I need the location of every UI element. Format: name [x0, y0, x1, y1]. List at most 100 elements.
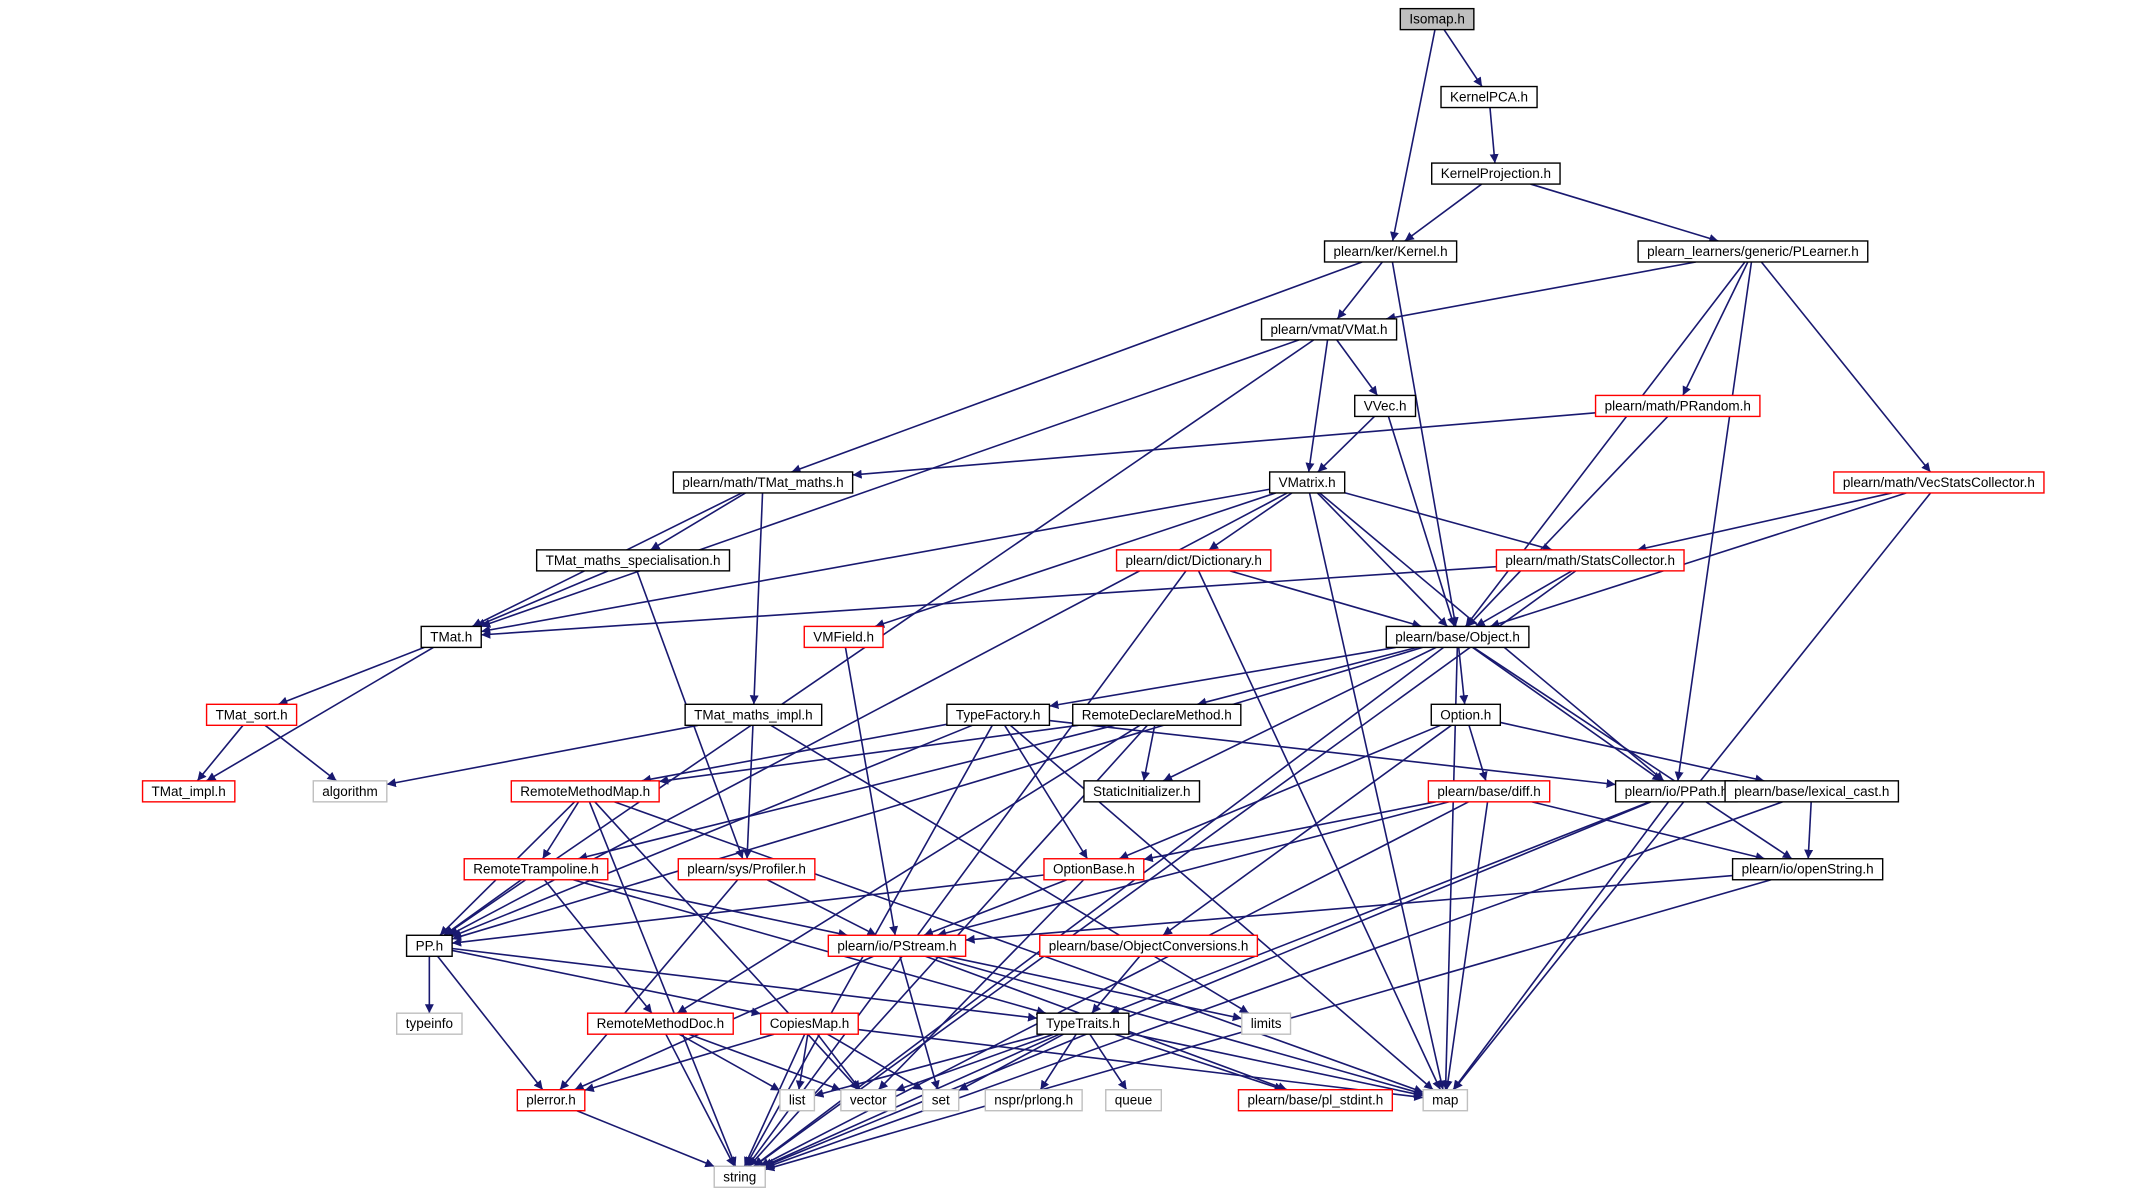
node-kernel[interactable]: plearn/ker/Kernel.h: [1323, 240, 1458, 263]
node-label: RemoteMethodMap.h: [520, 784, 650, 799]
node-remotetrampoline[interactable]: RemoteTrampoline.h: [463, 858, 609, 881]
node-typeinfo[interactable]: typeinfo: [395, 1012, 463, 1035]
node-box: [827, 934, 967, 957]
edge-statscollector-to-tmat: [481, 565, 1497, 639]
node-remotemethodmap[interactable]: RemoteMethodMap.h: [510, 780, 660, 803]
node-objconv[interactable]: plearn/base/ObjectConversions.h: [1039, 934, 1259, 957]
edge-vecstats-to-statscollector: [1637, 492, 1893, 553]
edge-vmatrix-to-object: [1316, 492, 1448, 627]
edge-typetraits-to-plstdint: [1114, 1033, 1284, 1092]
node-nsprlong[interactable]: nspr/prlong.h: [984, 1089, 1083, 1112]
node-statscollector[interactable]: plearn/math/StatsCollector.h: [1495, 549, 1685, 572]
node-profiler[interactable]: plearn/sys/Profiler.h: [677, 858, 816, 881]
node-isomap[interactable]: Isomap.h: [1399, 7, 1475, 31]
node-box: [1399, 7, 1475, 31]
edge-typetraits-to-string: [762, 1033, 1060, 1167]
node-label: VVec.h: [1364, 398, 1407, 413]
edge-object-to-pp: [451, 646, 1423, 941]
node-set[interactable]: set: [922, 1089, 960, 1112]
edge-remotemethoddoc-to-string: [665, 1033, 736, 1167]
node-object[interactable]: plearn/base/Object.h: [1385, 625, 1530, 649]
node-vvec[interactable]: VVec.h: [1354, 394, 1417, 418]
edge-objconv-to-typetraits: [1091, 955, 1141, 1014]
node-typefactory[interactable]: TypeFactory.h: [946, 703, 1051, 727]
node-algorithm[interactable]: algorithm: [312, 780, 388, 803]
node-option[interactable]: Option.h: [1430, 703, 1502, 727]
node-label: OptionBase.h: [1053, 862, 1135, 877]
edge-remotetrampoline-to-typetraits: [572, 878, 1046, 1016]
node-tmatsort[interactable]: TMat_sort.h: [205, 703, 298, 727]
node-kernelpca[interactable]: KernelPCA.h: [1440, 85, 1538, 109]
node-remotemethoddoc[interactable]: RemoteMethodDoc.h: [586, 1012, 734, 1035]
node-pp[interactable]: PP.h: [405, 934, 453, 957]
node-list[interactable]: list: [779, 1089, 816, 1112]
node-tmatimpl[interactable]: TMat_impl.h: [141, 780, 236, 803]
edge-plearner-to-vecstats: [1760, 261, 1932, 473]
edge-typetraits-to-set: [958, 1033, 1064, 1092]
node-box: [1495, 549, 1685, 572]
node-label: plerror.h: [526, 1093, 576, 1108]
node-label: RemoteTrampoline.h: [473, 862, 599, 877]
node-tmat[interactable]: TMat.h: [420, 625, 482, 649]
edge-dictionary-to-map: [1197, 570, 1442, 1091]
node-vmat[interactable]: plearn/vmat/VMat.h: [1260, 318, 1398, 341]
edge-diff-to-map: [1443, 801, 1489, 1090]
node-dictionary[interactable]: plearn/dict/Dictionary.h: [1115, 549, 1272, 572]
edge-pstream-to-set: [899, 956, 940, 1090]
node-diff[interactable]: plearn/base/diff.h: [1427, 780, 1551, 803]
edge-tmatmathsimpl-to-profiler: [742, 725, 754, 859]
edge-typetraits-to-vector: [895, 1033, 1054, 1092]
node-box: [1427, 780, 1551, 803]
edge-plearner-to-vmat: [1386, 261, 1696, 322]
node-vmatrix[interactable]: VMatrix.h: [1268, 471, 1346, 494]
edge-remotedeclare-to-staticinit: [1141, 725, 1156, 781]
node-plearner[interactable]: plearn_learners/generic/PLearner.h: [1637, 240, 1869, 263]
node-label: set: [932, 1093, 950, 1108]
edge-diff-to-string: [759, 801, 1469, 1167]
node-label: plearn/dict/Dictionary.h: [1126, 553, 1262, 568]
edge-remotemethodmap-to-string: [588, 801, 737, 1167]
edge-optionbase-to-vector: [877, 879, 1085, 1091]
edge-isomap-to-kernel: [1390, 29, 1436, 242]
node-box: [405, 934, 453, 957]
edge-tmatsort-to-tmatimpl: [196, 724, 244, 782]
node-tmatspec[interactable]: TMat_maths_specialisation.h: [535, 549, 731, 572]
node-openstring[interactable]: plearn/io/openString.h: [1731, 858, 1884, 881]
edge-tmatsort-to-algorithm: [264, 724, 338, 782]
node-box: [1043, 858, 1145, 881]
node-limits[interactable]: limits: [1241, 1012, 1292, 1035]
node-tmatmaths[interactable]: plearn/math/TMat_maths.h: [672, 471, 854, 494]
node-box: [922, 1089, 960, 1112]
node-typetraits[interactable]: TypeTraits.h: [1036, 1012, 1130, 1035]
node-remotedeclare[interactable]: RemoteDeclareMethod.h: [1072, 703, 1242, 727]
edge-kernelpca-to-kernelprojection: [1489, 107, 1499, 164]
edge-object-to-ppath: [1472, 646, 1662, 782]
edge-prandom-to-tmatmaths: [852, 412, 1596, 479]
edge-perror-to-string: [576, 1109, 715, 1168]
node-tmatmathsimpl[interactable]: TMat_maths_impl.h: [684, 703, 823, 727]
node-queue[interactable]: queue: [1105, 1089, 1163, 1112]
node-staticinit[interactable]: StaticInitializer.h: [1083, 780, 1201, 803]
edge-object-to-typefactory: [1049, 646, 1396, 710]
node-ppath[interactable]: plearn/io/PPath.h: [1614, 780, 1738, 803]
node-kernelprojection[interactable]: KernelProjection.h: [1431, 162, 1561, 185]
edge-typetraits-to-nsprlong: [1039, 1033, 1077, 1091]
node-label: vector: [850, 1093, 887, 1108]
edge-profiler-to-perror: [559, 879, 739, 1091]
edge-tmatmathsimpl-to-algorithm: [386, 724, 699, 788]
node-lexicalcast[interactable]: plearn/base/lexical_cast.h: [1724, 780, 1900, 803]
node-copiesmap[interactable]: CopiesMap.h: [759, 1012, 859, 1035]
node-vecstats[interactable]: plearn/math/VecStatsCollector.h: [1833, 471, 2045, 494]
node-vmfield[interactable]: VMField.h: [803, 625, 884, 649]
node-prandom[interactable]: plearn/math/PRandom.h: [1594, 394, 1761, 418]
node-box: [672, 471, 854, 494]
node-plstdint[interactable]: plearn/base/pl_stdint.h: [1237, 1089, 1394, 1112]
edge-vmatrix-to-tmat: [481, 488, 1270, 635]
node-optionbase[interactable]: OptionBase.h: [1043, 858, 1145, 881]
node-vector[interactable]: vector: [840, 1089, 897, 1112]
node-map[interactable]: map: [1422, 1089, 1469, 1112]
node-perror[interactable]: plerror.h: [516, 1089, 586, 1112]
node-pstream[interactable]: plearn/io/PStream.h: [827, 934, 967, 957]
node-string[interactable]: string: [713, 1165, 766, 1188]
